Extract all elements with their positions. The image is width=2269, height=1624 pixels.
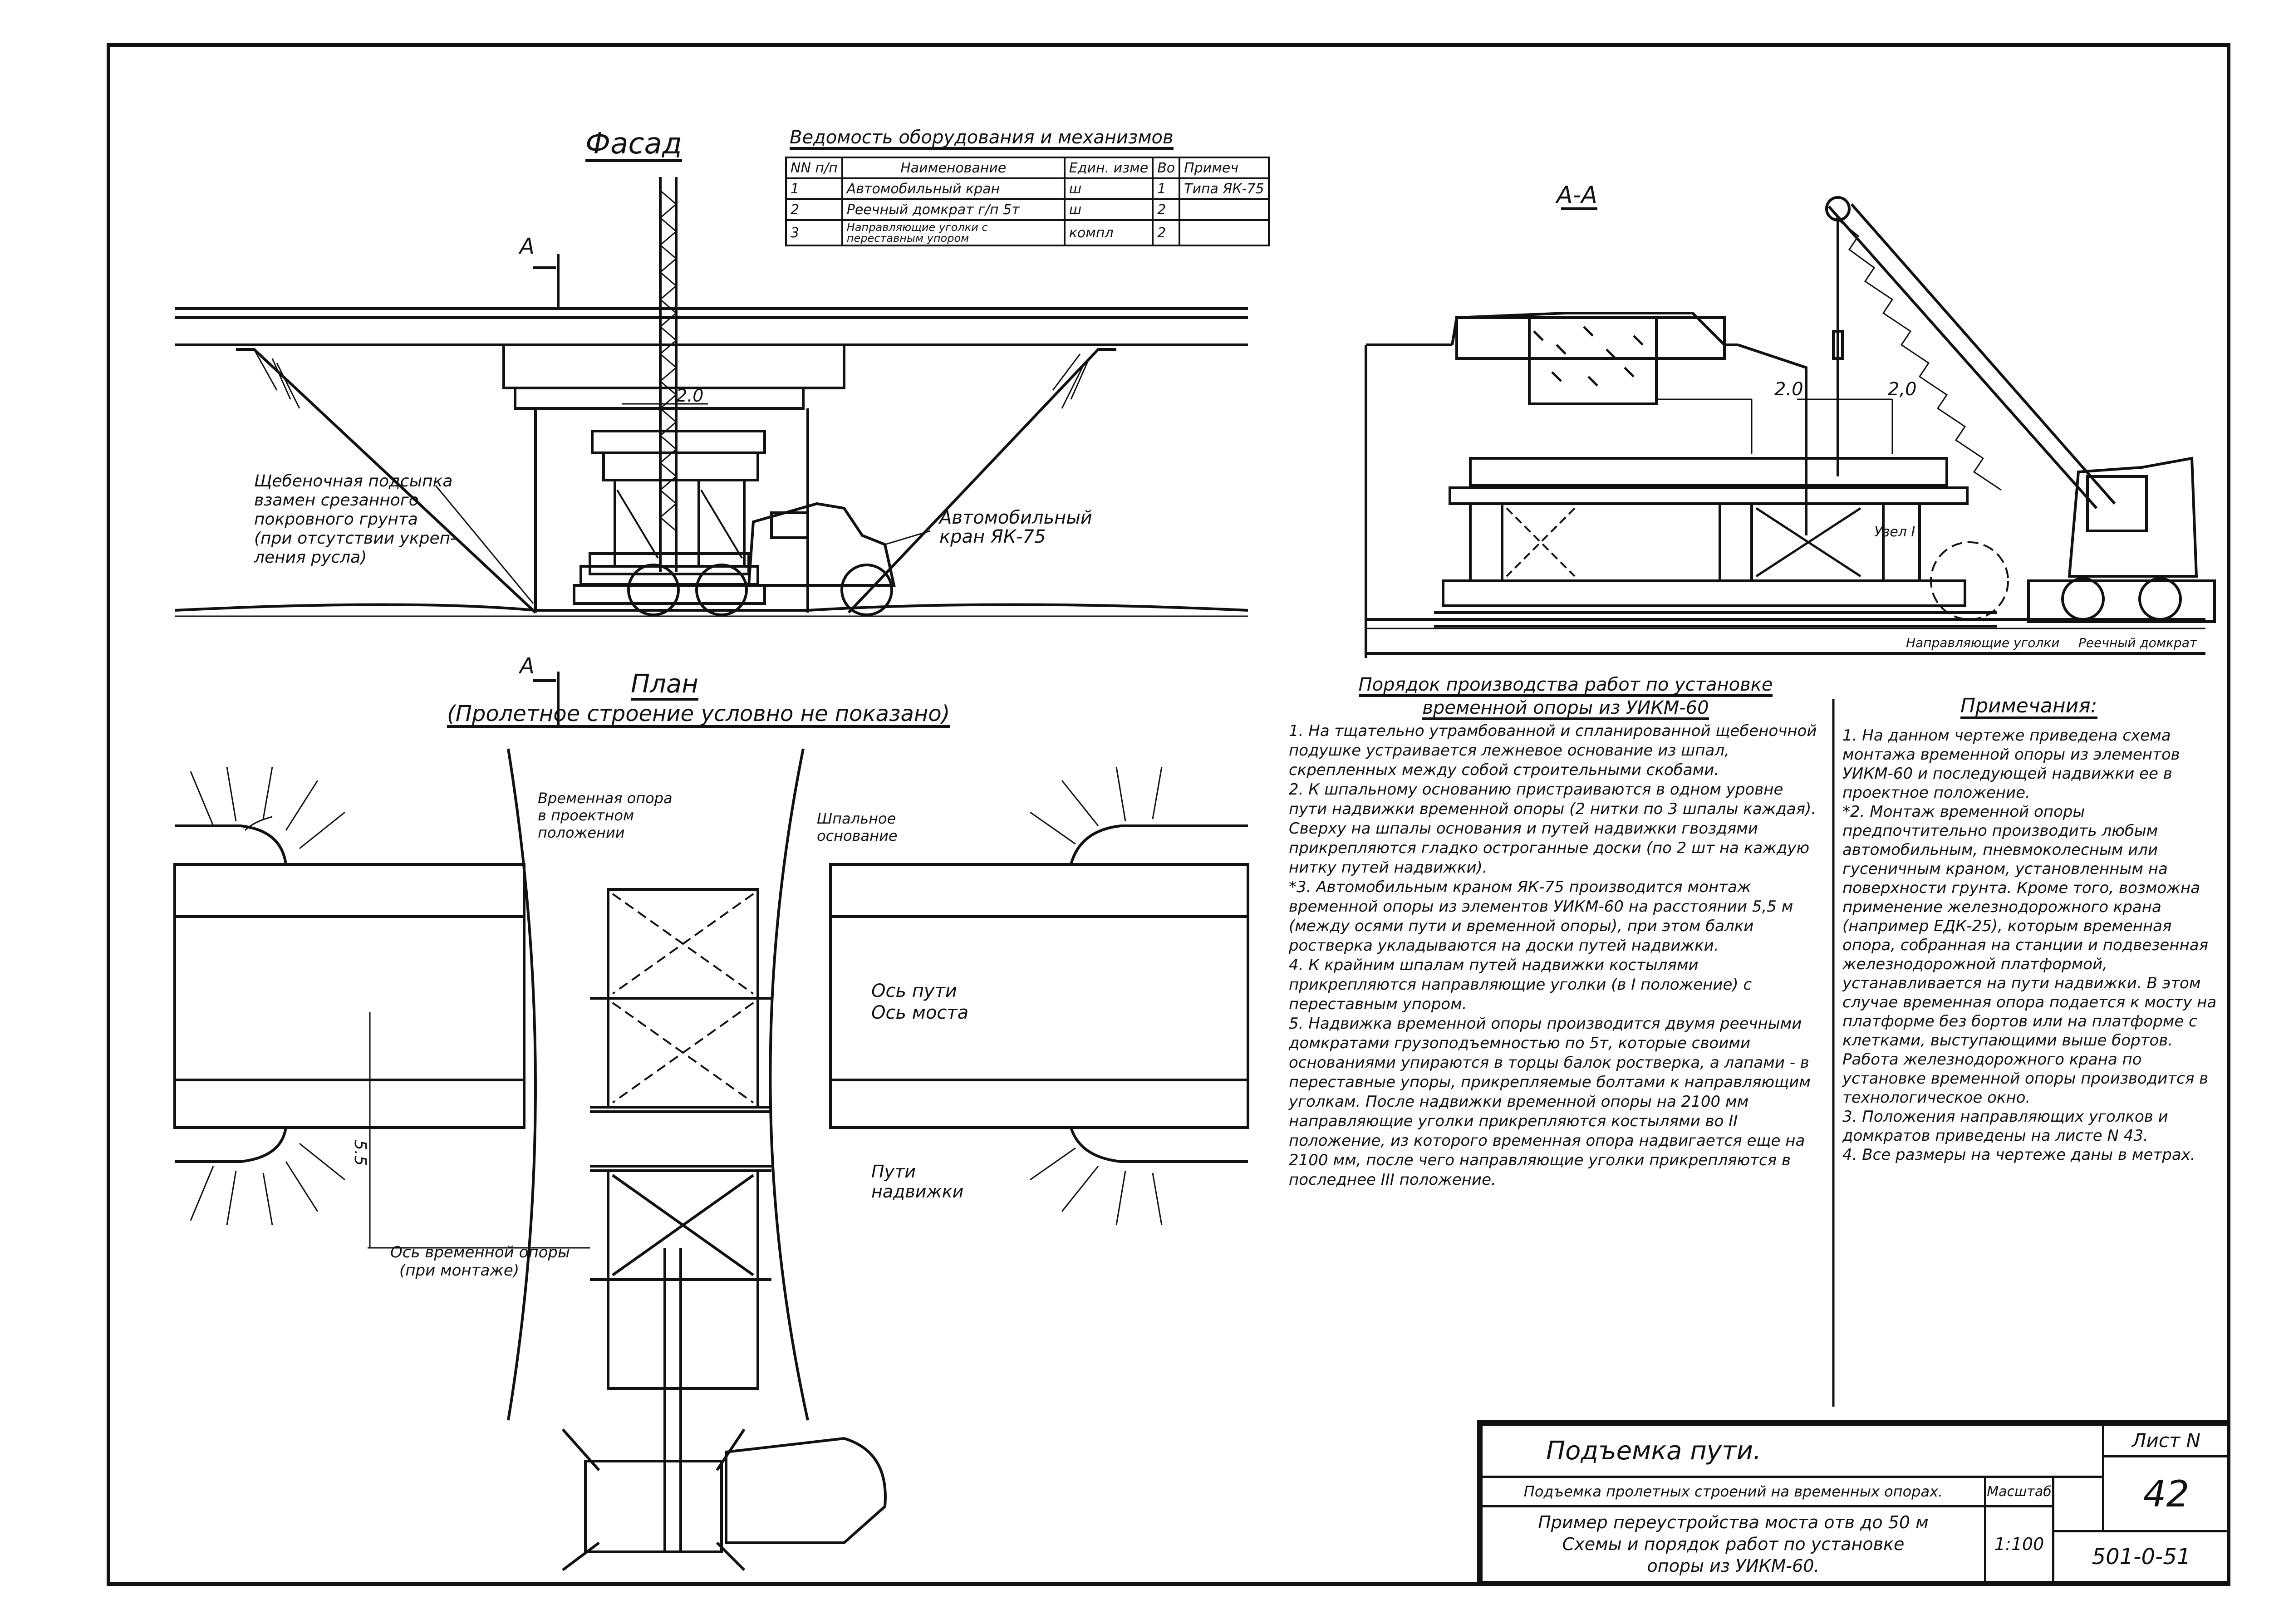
note-4: 4. Все размеры на чертеже даны в метрах. (1842, 1146, 2195, 1164)
label-temp-support: Временная опора в проектном положении (538, 790, 673, 841)
dimension-2-0-left: 2.0 (1774, 379, 1803, 400)
title-sub: Подъемка пролетных строений на временных… (1480, 1476, 1986, 1507)
table-row: 3 Направляющие уголки с переставным упор… (785, 219, 1270, 246)
label-sleeper-base: Шпальное основание (817, 810, 898, 844)
plan-view (173, 672, 1249, 1571)
section-mark-a-top: А (520, 234, 535, 259)
facade-title: Фасад (585, 127, 682, 162)
equipment-header-row: NN п/п Наименование Един. изме Во Примеч (785, 157, 1270, 179)
equipment-table: NN п/п Наименование Един. изме Во Примеч… (785, 157, 1270, 246)
document-code: 501-0-51 (2052, 1530, 2230, 1583)
procedure-step-5: 5. Надвижка временной опоры производится… (1289, 1015, 1811, 1189)
procedure-title: Порядок производства работ по установке … (1307, 674, 1824, 720)
col-unit: Един. изме (1063, 157, 1154, 179)
procedure-step-1: 1. На тщательно утрамбованной и спланиро… (1289, 722, 1817, 779)
sheet-label: Лист N (2102, 1423, 2230, 1457)
section-aa-title: А-А (1557, 182, 1597, 209)
dimension-2-0-facade: 2.0 (676, 386, 704, 406)
dimension-2-0-right: 2,0 (1888, 379, 1917, 400)
col-name: Наименование (841, 157, 1066, 179)
dimension-5-5: 5.5 (351, 1139, 370, 1166)
scale-label: Масштаб (1984, 1476, 2054, 1507)
procedure-step-3: *3. Автомобильным краном ЯК-75 производи… (1289, 878, 1793, 955)
title-main: Подъемка пути. (1480, 1423, 2104, 1478)
label-push-tracks: Пути надвижки (871, 1162, 964, 1202)
label-node: Узел I (1874, 524, 1915, 540)
label-guides: Направляющие уголки (1906, 635, 2060, 650)
label-crane-facade: Автомобильный кран ЯК-75 (939, 507, 1092, 547)
col-number: NN п/п (785, 157, 843, 179)
table-row: 2 Реечный домкрат г/п 5т ш 2 (785, 198, 1270, 221)
procedure-step-4: 4. К крайним шпалам путей надвижки косты… (1289, 956, 1752, 1013)
plan-title: План (631, 669, 698, 701)
equipment-table-title: Ведомость оборудования и механизмов (790, 127, 1174, 150)
plan-subtitle: (Пролетное строение условно не показано) (447, 701, 950, 728)
title-description: Пример переустройства моста отв до 50 м … (1480, 1505, 1986, 1583)
note-1: 1. На данном чертеже приведена схема мон… (1842, 726, 2180, 802)
procedure-text: 1. На тщательно утрамбованной и спланиро… (1289, 721, 1824, 1190)
table-row: 1 Автомобильный кран ш 1 Типа ЯК-75 (785, 177, 1270, 200)
label-temp-support-axis: Ось временной опоры (при монтаже) (390, 1243, 570, 1280)
drawing-frame (107, 43, 2230, 1586)
col-note: Примеч (1179, 157, 1270, 179)
note-2: *2. Монтаж временной опоры предпочтитель… (1842, 803, 2217, 1107)
note-3: 3. Положения направляющих уголков и домк… (1842, 1108, 2168, 1145)
notes-text: 1. На данном чертеже приведена схема мон… (1842, 726, 2224, 1164)
sheet-number: 42 (2102, 1455, 2230, 1532)
section-aa-view (1365, 196, 2216, 658)
col-qty: Во (1152, 157, 1181, 179)
procedure-step-2: 2. К шпальному основанию пристраиваются … (1289, 780, 1817, 877)
label-track-axis: Ось пути Ось моста (871, 981, 969, 1023)
label-backfill: Щебеночная подсыпка взамен срезанного по… (254, 472, 457, 567)
notes-title: Примечания: (1960, 694, 2097, 720)
facade-view (174, 177, 1248, 617)
label-rack-jack: Реечный домкрат (2078, 635, 2197, 650)
title-block: Подъемка пути. Подъемка пролетных строен… (1477, 1420, 2230, 1586)
scale-value: 1:100 (1984, 1505, 2054, 1583)
section-mark-a-plan: А (520, 653, 535, 679)
